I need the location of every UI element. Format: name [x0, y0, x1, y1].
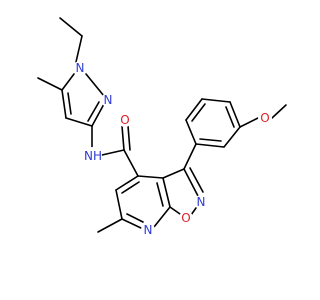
- bond-pyridine-c4-c3a: [137, 175, 164, 179]
- bond-isoxazole-n2-o1: [190, 207, 197, 216]
- atom-o-carbonyl: O: [120, 113, 129, 127]
- bond-c3-phenyl: [183, 143, 197, 170]
- bond-pyridine-c3a-c7a: [162, 177, 171, 208]
- bond-pyrazole-methyl: [37, 77, 63, 91]
- atom-labels: N N NH O O N O N: [73, 61, 272, 237]
- bond-isoxazole-c3-n2: [183, 168, 199, 197]
- bond-pyridine-n7-c6: [121, 218, 142, 229]
- bond-pyrazole-c5-n1: [61, 73, 75, 91]
- bond-pyridine-c5-c4: [115, 175, 139, 191]
- bond-pyrazole-c3-c4: [65, 117, 93, 127]
- bond-carbonyl-o: [121, 125, 125, 151]
- atom-n-pyrazole-1: N: [76, 61, 85, 75]
- bond-pyrazole-c4-c5-double: [67, 92, 72, 115]
- bonds: [37, 17, 287, 233]
- bond-pyridine-n7-c6-double: [126, 213, 144, 223]
- bond-isoxazole-c3-n2-double: [189, 167, 204, 193]
- bond-pyrazole-n2-c3-double: [87, 101, 100, 122]
- bond-phenyl-6-1-double: [199, 138, 222, 142]
- atom-n-pyridine: N: [144, 223, 153, 237]
- bond-phenyl-2-3: [185, 98, 203, 121]
- bond-pyrazole-n2-c3: [91, 103, 105, 127]
- bond-pyridine-c7a-n7: [153, 206, 171, 228]
- bond-pyridine-methyl: [97, 218, 123, 233]
- bond-phenyl-1-2: [185, 119, 197, 145]
- bond-o-methyl: [271, 104, 287, 119]
- bond-isoxazole-o1-c7a: [169, 206, 181, 215]
- atom-n-isoxazole: N: [197, 195, 206, 209]
- bond-phenyl-4-5: [229, 101, 241, 128]
- bond-pyridine-c3a-c7a-double: [156, 182, 164, 207]
- bond-ethyl-ch3: [59, 17, 83, 37]
- molecule-structure-diagram: N N NH O O N O N: [37, 17, 287, 237]
- bond-phenyl-2-3-double: [191, 103, 206, 122]
- bond-pyrazole-c4-c5: [61, 89, 67, 119]
- bond-pyrazole-n1-n2: [85, 73, 105, 97]
- atom-o-isoxazole: O: [181, 211, 190, 225]
- bond-isoxazole-c3a-c3: [162, 168, 185, 179]
- bond-carbonyl-c4: [123, 149, 139, 177]
- bond-phenyl-6-1: [195, 143, 225, 148]
- bond-phenyl-5-6: [223, 126, 241, 148]
- bond-phenyl-4-5-double: [225, 106, 235, 128]
- bond-phenyl-o-methoxy: [239, 117, 259, 128]
- bond-nh-carbonyl: [101, 149, 125, 156]
- bond-carbonyl-o-double: [127, 125, 131, 151]
- atom-o-methoxy: O: [260, 111, 269, 125]
- bond-phenyl-3-4: [201, 98, 231, 103]
- bond-ethyl-ch2: [75, 35, 83, 63]
- bond-pyridine-c5-c4-double: [121, 181, 140, 194]
- atom-n-pyrazole-2: N: [104, 93, 113, 107]
- bond-pyridine-c6-c5: [115, 189, 123, 220]
- atom-nh-amide: NH: [84, 149, 102, 163]
